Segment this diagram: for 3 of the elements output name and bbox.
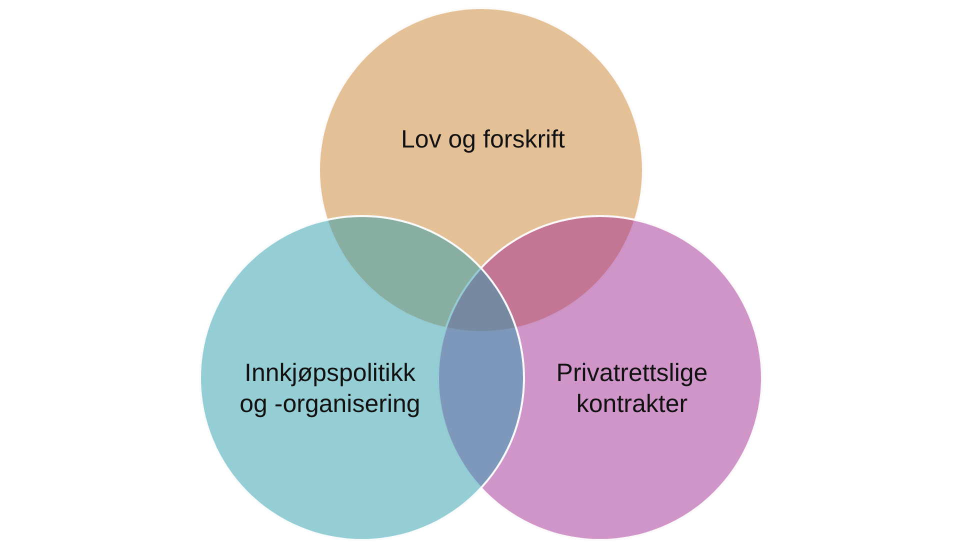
circle-label: Lov og forskrift [400,124,566,156]
circle-label: Innkjøpspolitikk og -organisering [238,358,422,420]
circle-label: Privatrettslige kontrakter [555,358,709,420]
